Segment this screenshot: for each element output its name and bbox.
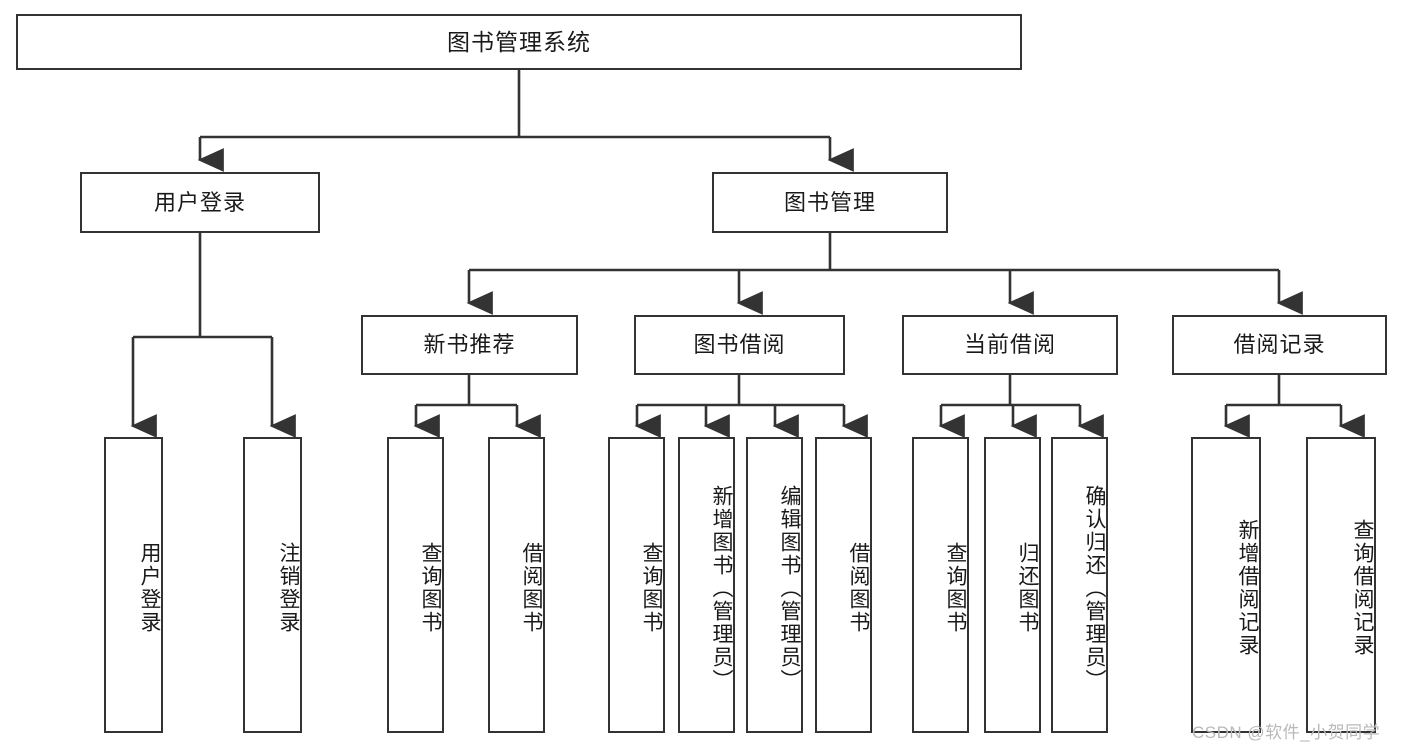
leaf-add-book[interactable]: 新增图书（管理员） — [678, 437, 735, 733]
leaf-query-record[interactable]: 查询借阅记录 — [1306, 437, 1376, 733]
node-user-login-label: 用户登录 — [153, 189, 246, 215]
node-current-borrow[interactable]: 当前借阅 — [902, 315, 1118, 375]
leaf-query-record-label: 查询借阅记录 — [1351, 519, 1374, 657]
leaf-logout[interactable]: 注销登录 — [243, 437, 302, 733]
leaf-query-book-2-label: 查询图书 — [640, 542, 663, 634]
node-current-borrow-label: 当前借阅 — [963, 332, 1056, 358]
leaf-add-book-label: 新增图书（管理员） — [710, 484, 733, 692]
leaf-edit-book-label: 编辑图书（管理员） — [778, 484, 801, 692]
node-user-login[interactable]: 用户登录 — [80, 172, 320, 233]
leaf-borrow-book-1-label: 借阅图书 — [520, 542, 543, 634]
node-borrow-record-label: 借阅记录 — [1233, 332, 1326, 358]
leaf-logout-label: 注销登录 — [277, 542, 300, 634]
csdn-watermark: CSDN @软件_小贺同学 — [1192, 723, 1381, 742]
leaf-query-book-3[interactable]: 查询图书 — [912, 437, 969, 733]
node-new-book-rec[interactable]: 新书推荐 — [361, 315, 578, 375]
node-root-label: 图书管理系统 — [447, 28, 591, 55]
leaf-query-book-3-label: 查询图书 — [944, 542, 967, 634]
node-book-manage[interactable]: 图书管理 — [712, 172, 948, 233]
leaf-return-book-label: 归还图书 — [1016, 542, 1039, 634]
leaf-confirm-return-label: 确认归还（管理员） — [1083, 484, 1106, 692]
leaf-borrow-book-1[interactable]: 借阅图书 — [488, 437, 545, 733]
node-root[interactable]: 图书管理系统 — [16, 14, 1022, 70]
leaf-edit-book[interactable]: 编辑图书（管理员） — [746, 437, 803, 733]
node-new-book-rec-label: 新书推荐 — [423, 332, 516, 358]
leaf-add-record-label: 新增借阅记录 — [1236, 519, 1259, 657]
leaf-borrow-book-2-label: 借阅图书 — [847, 542, 870, 634]
leaf-user-login-label: 用户登录 — [138, 542, 161, 634]
leaf-query-book-2[interactable]: 查询图书 — [608, 437, 665, 733]
leaf-return-book[interactable]: 归还图书 — [984, 437, 1041, 733]
node-borrow-record[interactable]: 借阅记录 — [1172, 315, 1387, 375]
leaf-borrow-book-2[interactable]: 借阅图书 — [815, 437, 872, 733]
leaf-query-book-1[interactable]: 查询图书 — [387, 437, 444, 733]
leaf-query-book-1-label: 查询图书 — [419, 542, 442, 634]
leaf-add-record[interactable]: 新增借阅记录 — [1191, 437, 1261, 733]
node-book-manage-label: 图书管理 — [783, 189, 876, 215]
node-book-borrow[interactable]: 图书借阅 — [634, 315, 845, 375]
node-book-borrow-label: 图书借阅 — [693, 332, 786, 358]
leaf-confirm-return[interactable]: 确认归还（管理员） — [1051, 437, 1108, 733]
leaf-user-login[interactable]: 用户登录 — [104, 437, 163, 733]
